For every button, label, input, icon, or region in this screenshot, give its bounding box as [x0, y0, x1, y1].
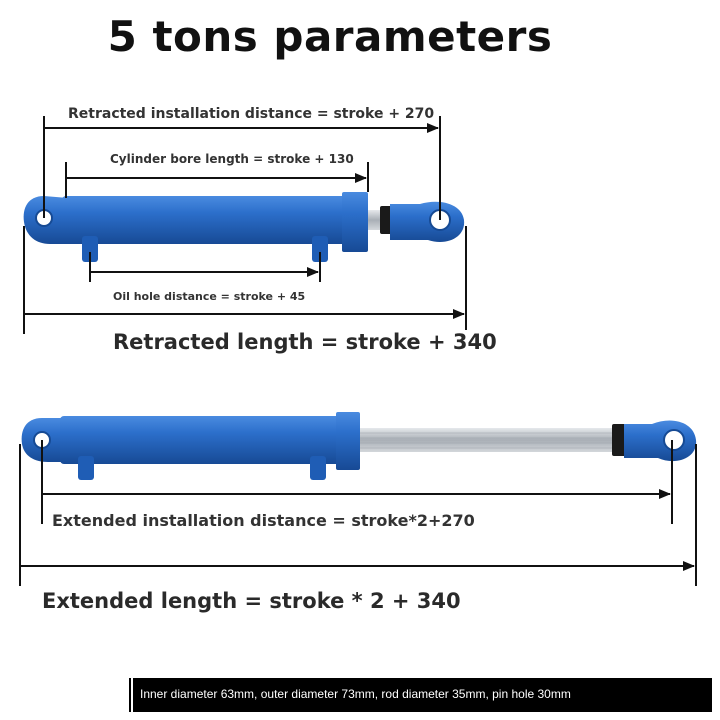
extended-cylinder — [21, 412, 697, 480]
spec-text: Inner diameter 63mm, outer diameter 73mm… — [140, 687, 571, 701]
retracted-length-label: Retracted length = stroke + 340 — [113, 330, 497, 354]
page-title: 5 tons parameters — [107, 12, 553, 61]
retracted-dimensions — [23, 116, 467, 334]
extended-dimensions — [19, 440, 697, 586]
spec-banner: Inner diameter 63mm, outer diameter 73mm… — [131, 678, 712, 712]
extended-installation-distance-label: Extended installation distance = stroke*… — [52, 511, 475, 530]
oil-hole-distance-label: Oil hole distance = stroke + 45 — [113, 290, 306, 303]
retracted-installation-distance-label: Retracted installation distance = stroke… — [68, 106, 435, 122]
cylinder-bore-length-label: Cylinder bore length = stroke + 130 — [110, 152, 354, 166]
retracted-cylinder — [23, 192, 465, 262]
extended-length-label: Extended length = stroke * 2 + 340 — [42, 589, 461, 613]
